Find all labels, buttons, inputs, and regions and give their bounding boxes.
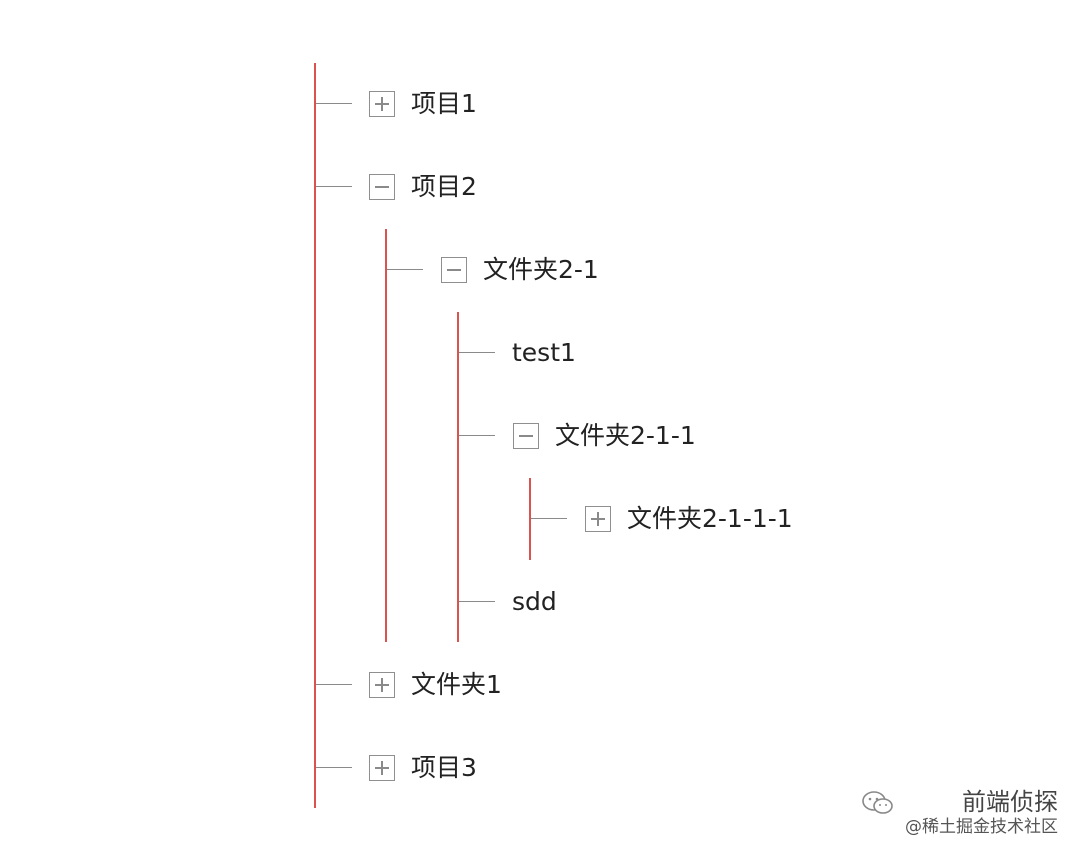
watermark-subtitle: @稀土掘金技术社区 xyxy=(905,817,1058,837)
expand-plus-icon[interactable] xyxy=(369,755,395,781)
tree-node-label[interactable]: 文件夹1 xyxy=(411,670,502,699)
branch-line xyxy=(316,103,352,104)
tree-node-label[interactable]: test1 xyxy=(512,338,576,367)
branch-line xyxy=(459,601,495,602)
tree-guide-line-level-2 xyxy=(457,312,459,642)
branch-line xyxy=(316,186,352,187)
tree-node-label[interactable]: 项目1 xyxy=(411,89,477,118)
expand-plus-icon[interactable] xyxy=(369,91,395,117)
wechat-icon xyxy=(862,791,893,814)
branch-line xyxy=(387,269,423,270)
tree-node-label[interactable]: sdd xyxy=(512,587,557,616)
expand-plus-icon[interactable] xyxy=(585,506,611,532)
tree-node-label[interactable]: 文件夹2-1-1 xyxy=(555,421,696,450)
tree-guide-line-level-0 xyxy=(314,63,316,808)
branch-line xyxy=(531,518,567,519)
collapse-minus-icon[interactable] xyxy=(513,423,539,449)
collapse-minus-icon[interactable] xyxy=(369,174,395,200)
branch-line xyxy=(316,767,352,768)
branch-line xyxy=(459,352,495,353)
collapse-minus-icon[interactable] xyxy=(441,257,467,283)
tree-guide-line-level-3 xyxy=(529,478,531,560)
watermark: 前端侦探 @稀土掘金技术社区 xyxy=(862,788,1058,838)
branch-line xyxy=(316,684,352,685)
tree-node-label[interactable]: 文件夹2-1-1-1 xyxy=(627,504,793,533)
tree-guide-line-level-1 xyxy=(385,229,387,642)
branch-line xyxy=(459,435,495,436)
tree-node-label[interactable]: 项目3 xyxy=(411,753,477,782)
expand-plus-icon[interactable] xyxy=(369,672,395,698)
tree-node-label[interactable]: 项目2 xyxy=(411,172,477,201)
tree-node-label[interactable]: 文件夹2-1 xyxy=(483,255,599,284)
watermark-title: 前端侦探 xyxy=(962,788,1058,816)
